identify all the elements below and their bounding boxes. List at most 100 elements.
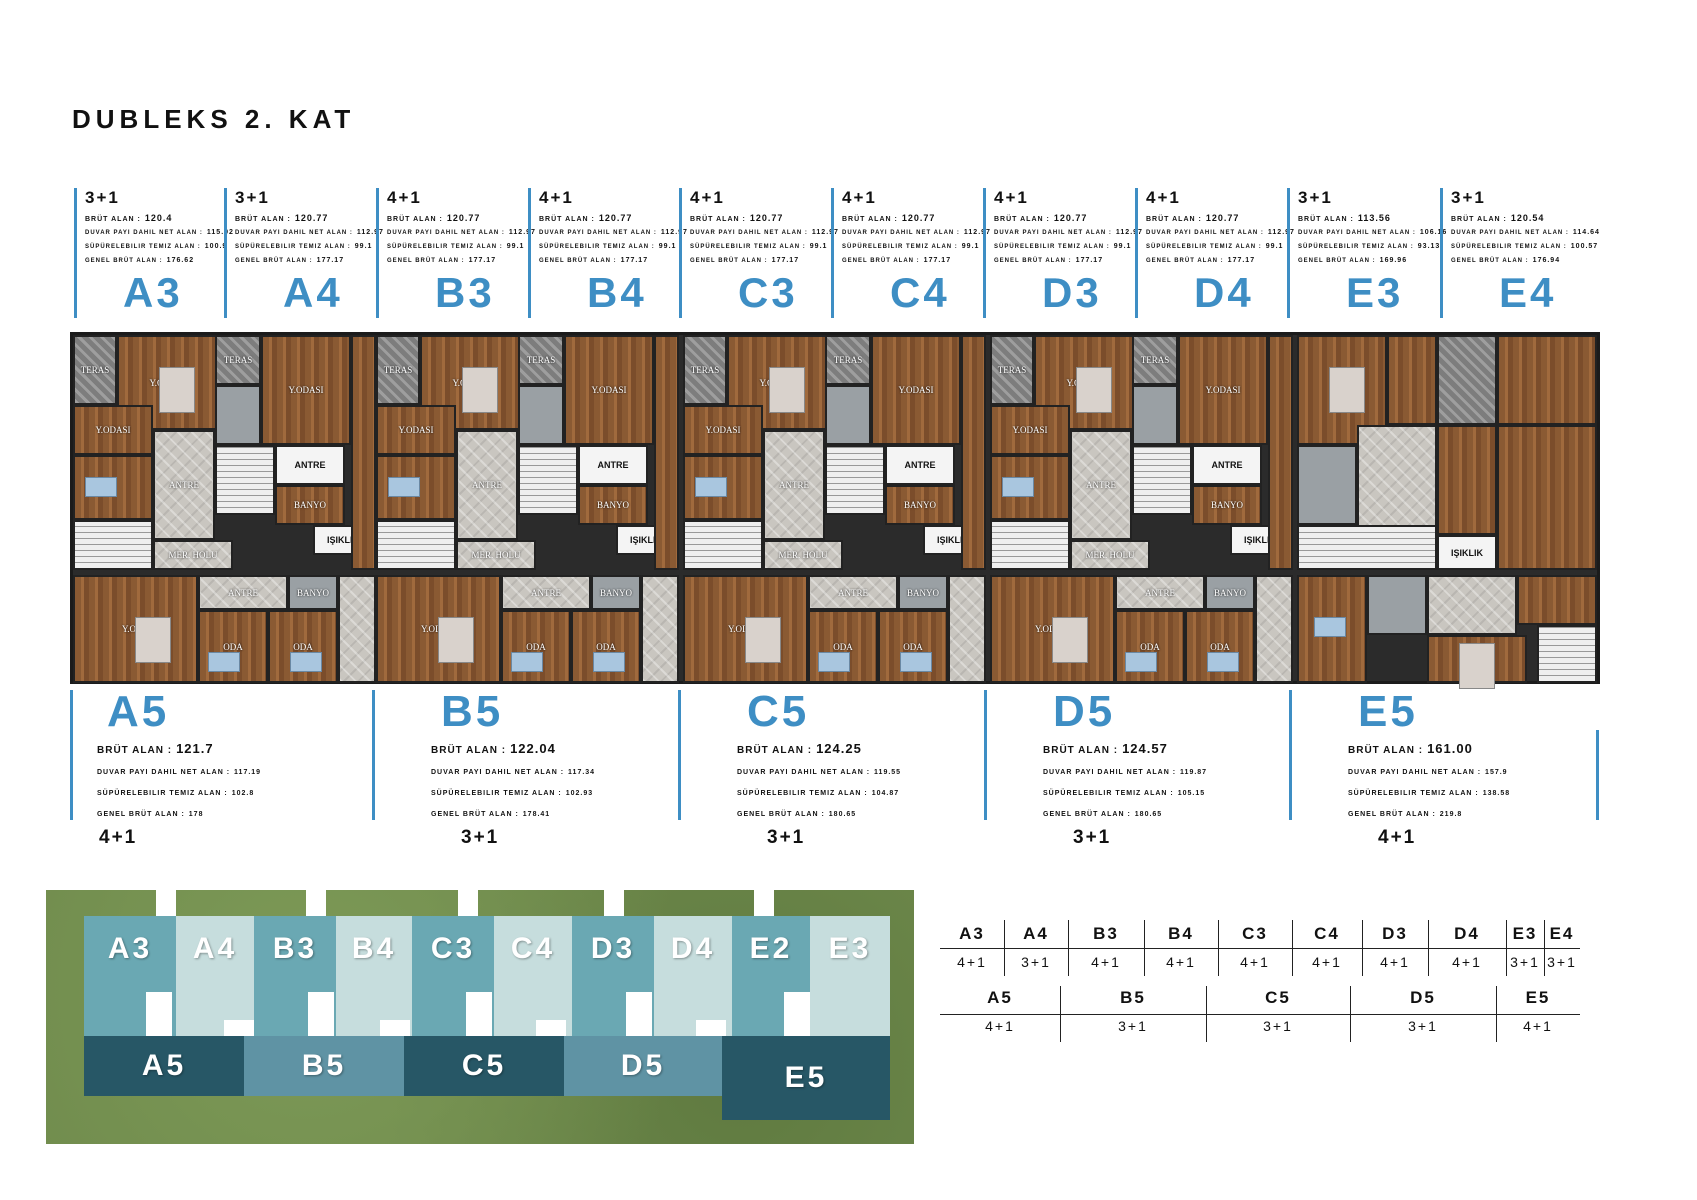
stat-label: BRÜT ALAN : <box>1348 745 1424 756</box>
stat-temiz: SÜPÜRELEBILIR TEMIZ ALAN :102.8 <box>97 783 372 804</box>
room-label: TERAS <box>80 365 110 375</box>
legend-code: E4 <box>1549 924 1575 943</box>
site-window <box>626 992 652 1036</box>
room-label: Y.ODASI <box>398 425 434 435</box>
legend-code: B5 <box>1120 988 1146 1007</box>
bed-icon <box>208 652 240 672</box>
room-label: TERAS <box>526 355 556 365</box>
room-antre: ANTRE <box>153 430 215 540</box>
stat-value: 119.87 <box>1180 769 1208 776</box>
room-merholu: MER. HOLU <box>153 540 233 570</box>
stat-genel: GENEL BRÜT ALAN :178 <box>97 804 372 825</box>
room-space <box>990 455 1070 520</box>
floor-plan: TERASY.ODASIY.ODASIANTRETERASY.ODASIANTR… <box>70 332 1600 689</box>
stat-value: 100.9 <box>204 243 228 250</box>
legend-code: E5 <box>1525 988 1551 1007</box>
room-label: BANYO <box>596 500 630 510</box>
room-space <box>1437 425 1497 535</box>
room-label: BANYO <box>296 587 330 598</box>
stat-genel: GENEL BRÜT ALAN :177.17 <box>842 254 983 268</box>
room-label: ODA <box>903 641 923 652</box>
site-notch <box>754 890 774 916</box>
stat-value: 180.65 <box>828 811 857 818</box>
bed-icon <box>818 652 850 672</box>
unit-type: 4+1 <box>842 188 877 207</box>
room-merholu: MER. HOLU <box>456 540 536 570</box>
stat-genel: GENEL BRÜT ALAN :180.65 <box>1043 804 1289 825</box>
room-space <box>215 385 261 445</box>
room-label: BANYO <box>903 500 937 510</box>
room-space <box>1367 575 1427 635</box>
stat-value: 219.8 <box>1439 811 1463 818</box>
stat-net: DUVAR PAYI DAHIL NET ALAN :112.97 <box>690 226 838 240</box>
unit-type: 3+1 <box>461 827 500 848</box>
stat-label: BRÜT ALAN : <box>235 216 291 223</box>
room-label: BANYO <box>599 587 633 598</box>
unit-type: 4+1 <box>1378 827 1417 848</box>
legend-code: A3 <box>959 924 985 943</box>
stat-temiz: SÜPÜRELEBILIR TEMIZ ALAN :100.9 <box>85 240 226 254</box>
room-space <box>1357 425 1437 545</box>
unit-type: 3+1 <box>767 827 806 848</box>
stat-label: SÜPÜRELEBILIR TEMIZ ALAN : <box>431 790 562 797</box>
room-yodasi: Y.ODASI <box>871 335 961 445</box>
stat-net: DUVAR PAYI DAHIL NET ALAN :112.97 <box>994 226 1142 240</box>
legend-type: 3+1 <box>1408 1018 1438 1034</box>
stat-label: DUVAR PAYI DAHIL NET ALAN : <box>387 230 505 236</box>
unit-code: E3 <box>1346 269 1404 316</box>
stat-temiz: SÜPÜRELEBILIR TEMIZ ALAN :138.58 <box>1348 783 1599 804</box>
stat-value: 106.16 <box>1419 229 1448 236</box>
site-window <box>380 1020 410 1036</box>
stat-temiz: SÜPÜRELEBILIR TEMIZ ALAN :99.1 <box>235 240 376 254</box>
room-space <box>1537 625 1597 683</box>
stat-label: DUVAR PAYI DAHIL NET ALAN : <box>539 230 657 236</box>
stat-genel: GENEL BRÜT ALAN :177.17 <box>387 254 528 268</box>
stat-net: DUVAR PAYI DAHIL NET ALAN :117.19 <box>97 762 372 783</box>
bed-icon <box>593 652 625 672</box>
legend-type: 3+1 <box>1021 954 1051 970</box>
room-space <box>654 335 679 570</box>
room-space <box>1427 635 1527 689</box>
room-yodasi: Y.ODASI <box>420 335 520 430</box>
room-oda: ODA <box>1185 610 1255 683</box>
room-oda: ODA <box>808 610 878 683</box>
bed-icon <box>511 652 543 672</box>
room-oda: ODA <box>878 610 948 683</box>
site-unit-c5: C5 <box>404 1036 564 1096</box>
stat-net: DUVAR PAYI DAHIL NET ALAN :114.64 <box>1451 226 1599 240</box>
unit-code: A4 <box>283 269 343 316</box>
stat-label: BRÜT ALAN : <box>842 216 898 223</box>
stat-value: 104.87 <box>871 790 900 797</box>
stat-label: BRÜT ALAN : <box>994 216 1050 223</box>
legend-type: 3+1 <box>1263 1018 1293 1034</box>
stat-label: SÜPÜRELEBILIR TEMIZ ALAN : <box>737 790 868 797</box>
stat-temiz: SÜPÜRELEBILIR TEMIZ ALAN :99.1 <box>1146 240 1287 254</box>
stat-net: DUVAR PAYI DAHIL NET ALAN :112.97 <box>539 226 687 240</box>
site-window <box>308 992 334 1036</box>
stat-brut: BRÜT ALAN :120.77 <box>690 212 831 226</box>
room-space <box>338 575 376 683</box>
bed-icon <box>388 477 420 497</box>
room-oda: ODA <box>501 610 571 683</box>
unit-code: B4 <box>587 269 647 316</box>
bed-icon <box>1076 367 1112 413</box>
room-antre: ANTRE <box>198 575 288 610</box>
room-oda: ODA <box>1115 610 1185 683</box>
room-label: MER. HOLU <box>471 550 521 560</box>
unit-code: C3 <box>738 269 798 316</box>
stat-value: 138.58 <box>1482 790 1511 797</box>
stat-genel: GENEL BRÜT ALAN :178.41 <box>431 804 678 825</box>
stat-brut: BRÜT ALAN :121.7 <box>97 738 372 762</box>
legend-code: A5 <box>987 988 1013 1007</box>
